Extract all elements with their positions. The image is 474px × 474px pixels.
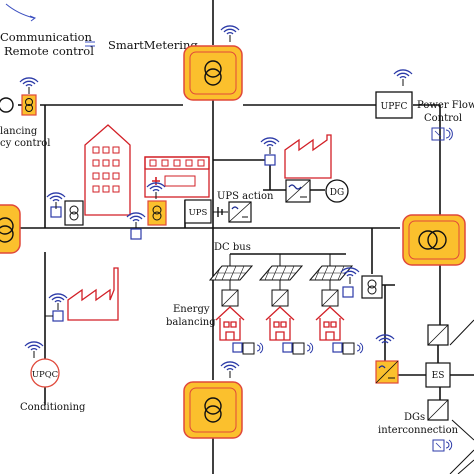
energy-balancing-label-2: balancing — [166, 317, 216, 328]
energy-balancing-label-1: Energy — [173, 304, 210, 315]
wifi-icon — [24, 341, 44, 359]
es-label: ES — [432, 371, 445, 381]
converter-small-icon — [321, 289, 339, 307]
building-tower-icon — [84, 124, 131, 216]
transformer-top — [183, 45, 243, 101]
smart-meter-icon — [342, 286, 354, 298]
converter-box-bottom — [427, 399, 449, 421]
upqc-circle — [30, 358, 60, 388]
smart-meter-icon — [282, 342, 314, 355]
smart-meter-icon — [332, 342, 364, 355]
transformer-small-icon — [361, 275, 383, 299]
house-icon — [265, 306, 295, 341]
pv-panel-icon — [208, 265, 254, 281]
factory-icon-bottom — [67, 267, 119, 321]
house-icon — [215, 306, 245, 341]
legend-communication: Communication — [0, 30, 93, 44]
smart-meter-icon — [130, 228, 142, 240]
meter-icon — [431, 127, 445, 141]
wifi-icon — [220, 25, 240, 43]
converter-small-icon — [221, 289, 239, 307]
upfc-box — [375, 91, 413, 119]
smart-meter-icon — [232, 342, 264, 355]
legend-remote-control: Remote control — [4, 44, 94, 58]
smart-meter-icon — [264, 154, 276, 166]
converter-box-top — [427, 324, 449, 346]
wifi-icon — [260, 137, 280, 155]
converter-small-icon — [271, 289, 289, 307]
load-balancing-label-1: lancing — [0, 126, 38, 137]
smart-meter-icon — [52, 310, 64, 322]
transformer-small-icon — [64, 200, 84, 226]
dc-bus-label: DC bus — [214, 242, 251, 253]
wifi-icon — [126, 212, 146, 230]
legend-smart-metering: SmartMetering — [108, 38, 198, 52]
wifi-icon — [48, 293, 68, 311]
power-flow-label-1: Power Flow — [417, 100, 474, 111]
transformer-small-yellow — [147, 200, 167, 226]
ups-box — [184, 199, 212, 224]
transformer-left — [0, 204, 21, 254]
dgs-label-1: DGs — [404, 412, 425, 423]
legend: Communication Remote control SmartMeteri… — [0, 3, 198, 58]
transformer-right — [402, 214, 466, 266]
meter-icon — [432, 439, 445, 452]
conditioning-label: Conditioning — [20, 402, 86, 413]
load-balancing-label-2: cy control — [0, 138, 51, 149]
house-icon — [315, 306, 345, 341]
upfc-label: UPFC — [381, 102, 408, 112]
load-balancing-unit — [0, 94, 37, 116]
power-lines — [18, 0, 474, 474]
dg-generator-icon — [325, 179, 349, 203]
power-flow-label-2: Control — [424, 113, 462, 124]
dg-label: DG — [330, 188, 344, 198]
upqc-label: UPQC — [32, 370, 58, 380]
wifi-icon — [46, 192, 66, 210]
ups-label: UPS — [189, 208, 208, 218]
factory-icon-top — [284, 134, 332, 179]
wifi-icon — [220, 361, 240, 379]
pv-panel-icon — [258, 265, 304, 281]
hospital-icon — [144, 156, 210, 198]
wifi-icon — [19, 77, 39, 95]
wifi-icon — [393, 69, 413, 87]
ups-action-label: UPS action — [217, 191, 274, 202]
dgs-label-2: interconnection — [378, 425, 459, 436]
transformer-bottom — [183, 381, 243, 439]
